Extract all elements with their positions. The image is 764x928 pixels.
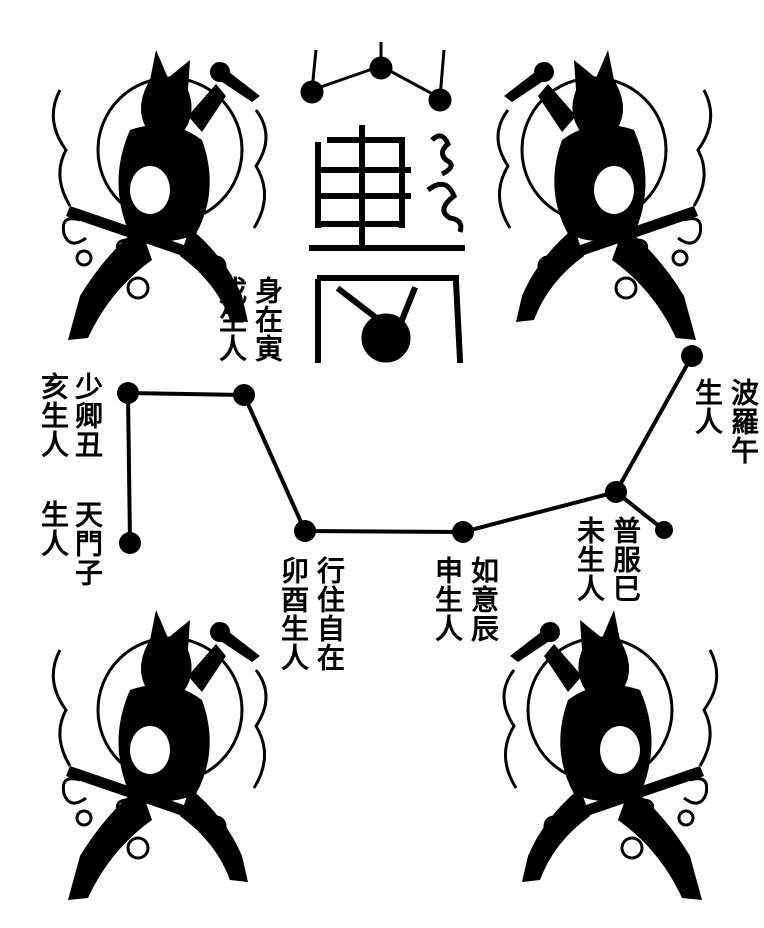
constellation-stars — [117, 345, 703, 554]
label-xingzhu-col2: 卯酉生人 — [277, 556, 310, 672]
label-ruyi-col2: 申生人 — [431, 556, 464, 643]
label-ruyi-col1: 如意辰 — [467, 556, 500, 643]
constellation-lines — [125, 355, 694, 544]
talisman-glyph-icon — [300, 42, 465, 364]
star-shenzai — [233, 384, 255, 406]
star-xingzhu — [294, 520, 316, 542]
star-ruyi — [452, 521, 474, 543]
label-pufu-col2: 未生人 — [573, 516, 606, 603]
label-shaoqing-col1: 少卿丑 — [71, 372, 104, 459]
star-boluo — [681, 345, 703, 367]
label-tianmen-col1: 天門子 — [71, 500, 104, 587]
label-pufu-col1: 普服巳 — [609, 516, 642, 603]
label-shenzai-col1: 身在寅 — [251, 276, 284, 363]
label-xingzhu-col1: 行住自在 — [313, 556, 346, 672]
warrior-deity-icon-bottom-right — [502, 608, 719, 902]
label-shaoqing-col2: 亥生人 — [37, 372, 70, 459]
label-shenzai-col2: 戌生人 — [215, 276, 248, 363]
label-tianmen-col2: 生人 — [37, 500, 70, 558]
warrior-deity-icon-bottom-left — [51, 608, 268, 902]
star-shaoqing — [117, 382, 139, 404]
label-boluo-col1: 波羅午 — [727, 378, 760, 465]
star-tianmen — [119, 532, 141, 554]
star-pufu — [605, 481, 627, 503]
warrior-deity-icon-top-right — [496, 48, 713, 342]
label-boluo-col2: 生人 — [691, 378, 724, 436]
star-fu — [655, 521, 673, 539]
